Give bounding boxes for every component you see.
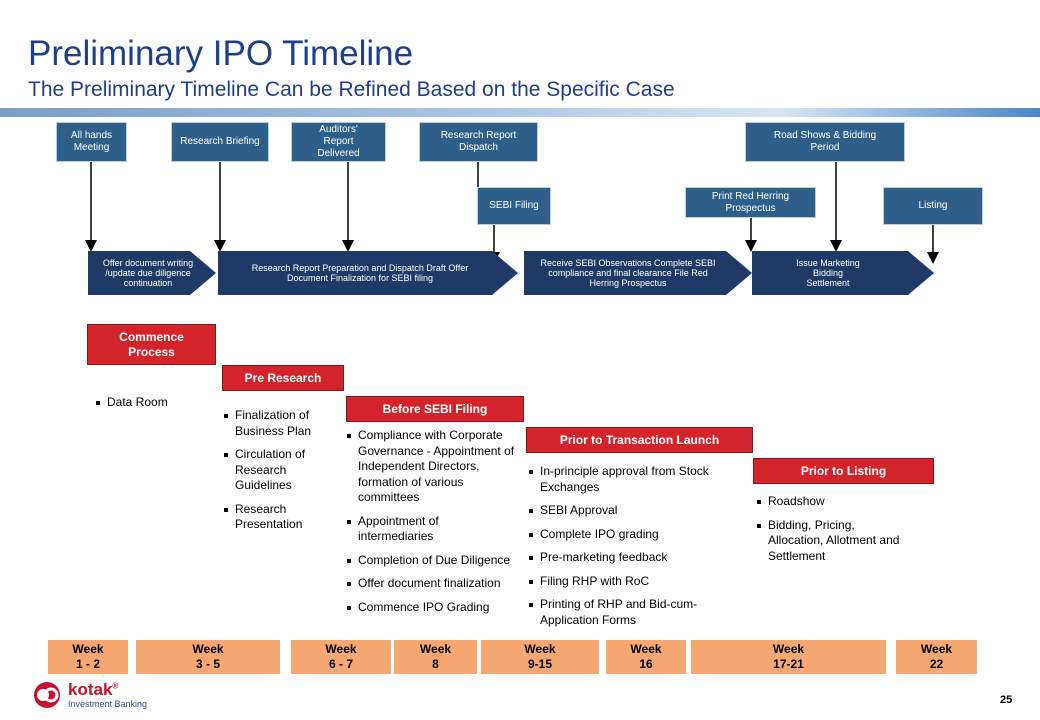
week-label: Week (630, 642, 662, 656)
milestone-auditors-report: Auditors' Report Delivered (291, 122, 386, 162)
week-label: Week (192, 642, 224, 656)
week-label: Week (72, 642, 104, 656)
list-pre-research: Finalization of Business Plan Circulatio… (223, 408, 333, 541)
stage-prior-to-listing: Prior to Listing (753, 458, 934, 484)
timeline-connectors (85, 162, 939, 295)
milestone-listing: Listing (883, 187, 983, 225)
list-item: Commence IPO Grading (346, 600, 516, 616)
logo-name: kotak® (68, 680, 119, 699)
list-item: Printing of RHP and Bid-cum-Application … (528, 597, 728, 628)
phase-label-3: Receive SEBI Observations Complete SEBI … (540, 258, 716, 288)
list-item: Bidding, Pricing, Allocation, Allotment … (756, 518, 906, 565)
list-item: Pre-marketing feedback (528, 550, 728, 566)
list-item: Finalization of Business Plan (223, 408, 333, 439)
phase-label-1: Offer document writing /update due dilig… (102, 258, 194, 288)
list-before-sebi-filing: Compliance with Corporate Governance - A… (346, 428, 516, 623)
week-label: Week (524, 642, 556, 656)
milestone-sebi-filing: SEBI Filing (477, 187, 551, 225)
list-item: In-principle approval from Stock Exchang… (528, 464, 728, 495)
milestone-research-report-dispatch: Research Report Dispatch (419, 122, 538, 162)
kotak-logo-icon (34, 682, 60, 708)
week-range: 22 (929, 657, 944, 671)
week-range: 6 - 7 (328, 657, 353, 671)
list-item: Completion of Due Diligence (346, 553, 516, 569)
week-range: 17-21 (773, 657, 804, 671)
list-item: Appointment of intermediaries (346, 514, 516, 545)
list-commence-process: Data Room (95, 395, 215, 419)
phase-label-2: Research Report Preparation and Dispatch… (251, 263, 469, 283)
list-item: Research Presentation (223, 502, 333, 533)
list-item: Circulation of Research Guidelines (223, 447, 333, 494)
stage-pre-research: Pre Research (222, 365, 344, 391)
stage-before-sebi-filing: Before SEBI Filing (346, 396, 524, 422)
list-item: SEBI Approval (528, 503, 728, 519)
list-item: Filing RHP with RoC (528, 574, 728, 590)
phase-arrow-1 (88, 251, 216, 295)
week-range: 9-15 (527, 657, 553, 671)
stage-prior-to-transaction-launch: Prior to Transaction Launch (526, 427, 753, 453)
page-title: Preliminary IPO Timeline (28, 34, 414, 73)
week-range: 8 (432, 657, 439, 671)
page-number: 25 (1000, 694, 1013, 706)
list-item: Data Room (95, 395, 215, 411)
phase-arrow-3 (524, 251, 752, 295)
week-range: 16 (639, 657, 653, 671)
milestone-all-hands-meeting: All hands Meeting (56, 122, 127, 162)
week-label: Week (325, 642, 357, 656)
page-subtitle: The Preliminary Timeline Can be Refined … (28, 78, 675, 101)
week-label: Week (419, 642, 452, 656)
phase-arrow-4 (752, 251, 934, 295)
milestone-road-shows: Road Shows & Bidding Period (745, 122, 905, 162)
list-item: Complete IPO grading (528, 527, 728, 543)
list-prior-to-listing: Roadshow Bidding, Pricing, Allocation, A… (756, 494, 906, 572)
logo-subtitle: Investment Banking (68, 699, 148, 709)
week-range: 1 - 2 (75, 657, 100, 671)
week-label: Week (772, 642, 805, 656)
milestone-print-red-herring: Print Red Herring Prospectus (685, 187, 816, 218)
list-item: Roadshow (756, 494, 906, 510)
list-item: Compliance with Corporate Governance - A… (346, 428, 516, 506)
list-prior-to-transaction-launch: In-principle approval from Stock Exchang… (528, 464, 728, 636)
header-rule (0, 108, 1040, 117)
phase-arrow-2 (218, 251, 518, 295)
stage-commence-process: Commence Process (87, 324, 216, 365)
week-label: Week (920, 642, 953, 656)
phase-label-4: Issue Marketing Bidding Settlement (796, 258, 860, 288)
list-item: Offer document finalization (346, 576, 516, 592)
milestone-research-briefing: Research Briefing (171, 122, 269, 162)
week-range: 3 - 5 (195, 657, 220, 671)
